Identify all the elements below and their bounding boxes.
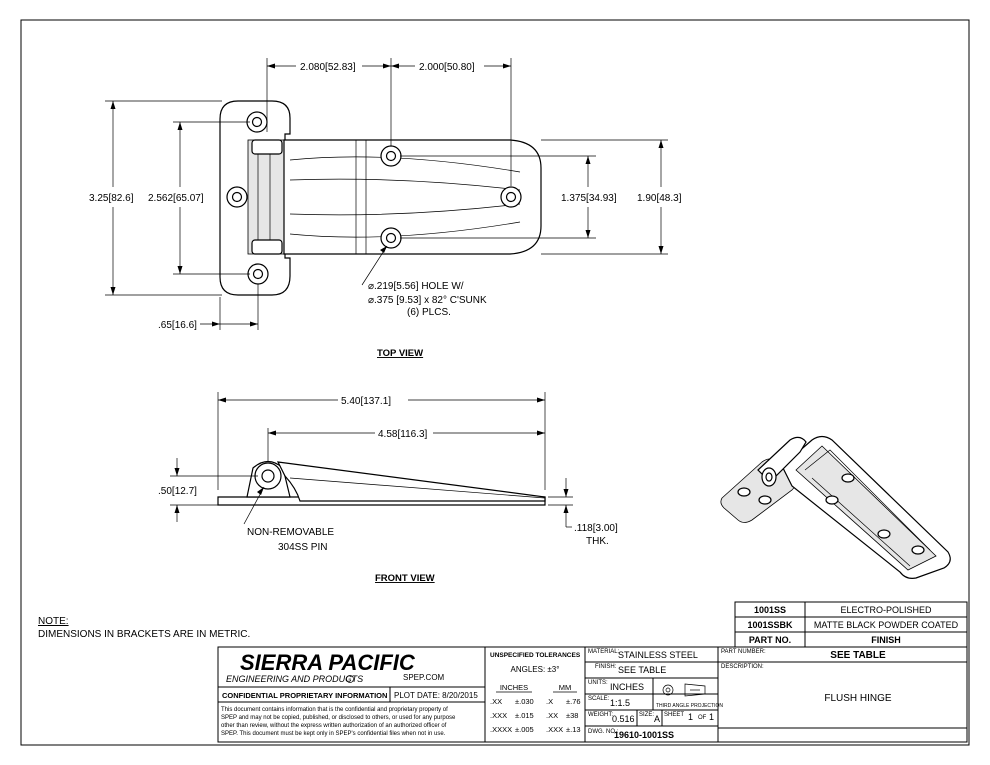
dwg-label: DWG. NO.: (588, 729, 619, 735)
front-view-title: FRONT VIEW (375, 573, 435, 584)
title-block: SIERRA PACIFIC ENGINEERING AND PRODUCTS … (217, 646, 968, 743)
scale-label: SCALE: (588, 696, 610, 702)
description-value: FLUSH HINGE (824, 693, 892, 704)
tol-row-3-mm-tol: ±.13 (566, 725, 581, 734)
confidential-text-2: SPEP and may not be copied, published, o… (221, 715, 456, 721)
tol-row-3-in-tol: ±.005 (515, 725, 534, 734)
material-label: MATERIAL: (588, 649, 620, 655)
material-value: STAINLESS STEEL (618, 650, 698, 660)
units-value: INCHES (610, 682, 644, 692)
weight-label: WEIGHT: (588, 712, 613, 718)
tol-row-1-in-tol: ±.030 (515, 697, 534, 706)
hole-note-line-2: ⌀.375 [9.53] x 82° C'SUNK (368, 295, 487, 306)
mm-label: MM (559, 683, 572, 692)
tol-row-1-mm-fmt: .X (546, 697, 553, 706)
finish-row-2-finish: MATTE BLACK POWDER COATED (814, 620, 959, 630)
inches-label: INCHES (500, 683, 528, 692)
finish-header-finish: FINISH (871, 635, 901, 645)
weight-value: 0.516 (612, 714, 635, 724)
tol-row-2-in-fmt: .XXX (490, 711, 507, 720)
size-label: SIZE: (639, 712, 654, 718)
pin-note-line-2: 304SS PIN (278, 542, 327, 553)
sheet-label: SHEET (664, 712, 684, 718)
dim-050: .50[12.7] (158, 486, 197, 497)
finish-row-1-finish: ELECTRO-POLISHED (840, 605, 932, 615)
of-label: OF (698, 715, 707, 721)
dwg-number: 19610-1001SS (614, 730, 674, 740)
top-view: 2.080[52.83] 2.000[50.80] 3.25[82.6] 2.5… (89, 58, 682, 359)
tol-row-3-mm-fmt: .XXX (546, 725, 563, 734)
thk-label: THK. (586, 536, 609, 547)
sheet-border (20, 19, 970, 746)
sheet-value: 1 (688, 712, 693, 722)
finish-header-part: PART NO. (749, 635, 791, 645)
finish-table: 1001SS ELECTRO-POLISHED 1001SSBK MATTE B… (734, 601, 968, 648)
finish-row-2-part: 1001SSBK (747, 620, 793, 630)
units-label: UNITS: (588, 680, 608, 686)
description-label: DESCRIPTION: (721, 664, 764, 670)
registered-mark-letter: R (349, 677, 352, 682)
tol-row-2-mm-tol: ±38 (566, 711, 578, 720)
third-angle-projection-icon (662, 683, 706, 697)
dim-540: 5.40[137.1] (341, 396, 391, 407)
sheet-total: 1 (709, 712, 714, 722)
scale-value: 1:1.5 (610, 698, 630, 708)
tol-row-2-mm-fmt: .XX (546, 711, 558, 720)
confidential-text-1: This document contains information that … (221, 707, 448, 713)
tol-row-3-in-fmt: .XXXX (490, 725, 512, 734)
tol-row-2-in-tol: ±.015 (515, 711, 534, 720)
dim-1375: 1.375[34.93] (561, 193, 617, 204)
front-view: 5.40[137.1] 4.58[116.3] .50[12.7] .118[3… (158, 392, 618, 584)
dim-190: 1.90[48.3] (637, 193, 682, 204)
note-heading: NOTE: (38, 616, 69, 627)
finish-value: SEE TABLE (618, 665, 666, 675)
plot-date: PLOT DATE: 8/20/2015 (394, 691, 478, 700)
confidential-text-4: SPEP. This document must be kept only in… (221, 731, 446, 737)
dim-325: 3.25[82.6] (89, 193, 134, 204)
pin-note-line-1: NON-REMOVABLE (247, 527, 334, 538)
dim-2080: 2.080[52.83] (300, 62, 356, 73)
dim-0118: .118[3.00] (574, 523, 618, 534)
confidential-text-3: other than review, without the express w… (221, 723, 447, 729)
isometric-view (720, 435, 951, 579)
hole-note-line-3: (6) PLCS. (407, 307, 451, 318)
angles-tolerance: ANGLES: ±3° (511, 665, 560, 674)
note-text: DIMENSIONS IN BRACKETS ARE IN METRIC. (38, 629, 250, 640)
company-website: SPEP.COM (403, 673, 445, 682)
hole-note-line-1: ⌀.219[5.56] HOLE W/ (368, 281, 464, 292)
hinge-knuckle (247, 139, 285, 255)
tol-row-1-mm-tol: ±.76 (566, 697, 581, 706)
dim-2000: 2.000[50.80] (419, 62, 475, 73)
hinge-leaf (283, 139, 542, 255)
tol-row-1-in-fmt: .XX (490, 697, 502, 706)
front-leaf (276, 461, 546, 502)
dim-065: .65[16.6] (158, 320, 197, 331)
part-number-value: SEE TABLE (830, 650, 886, 661)
tolerances-heading: UNSPECIFIED TOLERANCES (490, 652, 581, 659)
company-subtitle: ENGINEERING AND PRODUCTS (226, 674, 363, 684)
dim-458: 4.58[116.3] (378, 429, 428, 440)
finish-label: FINISH: (595, 664, 617, 670)
dim-2562: 2.562[65.07] (148, 193, 204, 204)
company-name: SIERRA PACIFIC (240, 650, 416, 675)
confidential-heading: CONFIDENTIAL PROPRIETARY INFORMATION (222, 691, 387, 700)
projection-label: THIRD ANGLE PROJECTION (656, 703, 723, 709)
size-value: A (654, 714, 660, 724)
registered-mark (346, 675, 354, 683)
finish-row-1-part: 1001SS (754, 605, 786, 615)
top-view-title: TOP VIEW (377, 348, 423, 359)
part-number-label: PART NUMBER: (721, 649, 766, 655)
